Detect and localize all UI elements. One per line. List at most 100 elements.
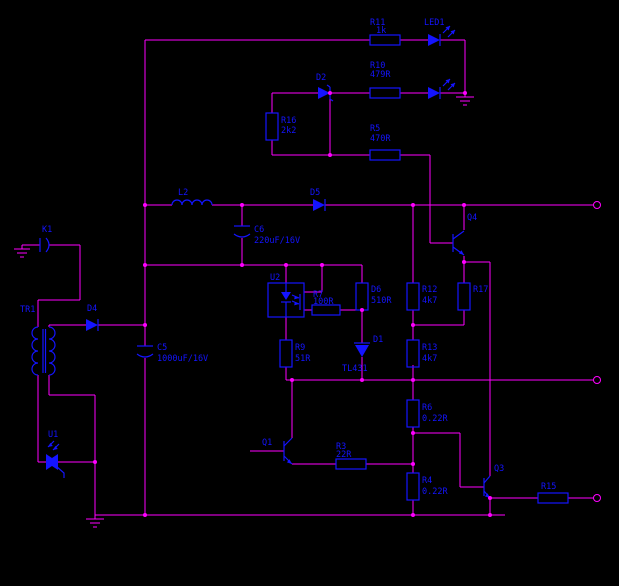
component-ref: C5 bbox=[157, 343, 167, 353]
arrowhead bbox=[48, 442, 53, 447]
connector-k1: K1 bbox=[39, 225, 52, 253]
resistor-r17: R17 bbox=[457, 282, 488, 311]
component-value: 4k7 bbox=[422, 296, 437, 306]
resistor-r4: R4 0.22R bbox=[406, 472, 448, 501]
junction-dot bbox=[290, 378, 294, 382]
output-terminal-2 bbox=[593, 376, 601, 384]
resistor-r3: R3 22R bbox=[335, 442, 367, 470]
resistor-symbol bbox=[406, 472, 420, 501]
component-value: 4k7 bbox=[422, 354, 437, 364]
component-ref: R16 bbox=[281, 116, 296, 126]
junction-dot bbox=[488, 496, 492, 500]
junction-dot bbox=[462, 203, 466, 207]
arrowhead bbox=[450, 30, 455, 35]
component-value: 0.22R bbox=[422, 487, 448, 497]
junction-dot bbox=[360, 378, 364, 382]
led-icon bbox=[428, 34, 440, 46]
component-ref: R7 bbox=[313, 290, 323, 300]
component-ref: R11 bbox=[370, 18, 385, 28]
junction-dot bbox=[143, 323, 147, 327]
junction-dots bbox=[93, 91, 492, 517]
component-value: 479R bbox=[370, 70, 391, 80]
junction-dot bbox=[488, 513, 492, 517]
zener-diode-d2: D2 bbox=[316, 73, 334, 102]
component-ref: C6 bbox=[254, 225, 264, 235]
output-terminal-3 bbox=[593, 494, 601, 502]
resistor-symbol bbox=[406, 339, 420, 368]
component-ref: L2 bbox=[178, 188, 188, 198]
component-ref: R9 bbox=[295, 343, 305, 353]
junction-dot bbox=[411, 323, 415, 327]
ground-icon bbox=[456, 96, 474, 106]
led-led1: LED1 bbox=[424, 18, 456, 46]
junction-dot bbox=[328, 153, 332, 157]
junction-dot bbox=[411, 513, 415, 517]
junction-dot bbox=[411, 203, 415, 207]
component-ref: Q1 bbox=[262, 438, 272, 448]
resistor-r16: R16 2k2 bbox=[265, 112, 296, 141]
component-ref: R5 bbox=[370, 124, 380, 134]
earth-ground-icon bbox=[14, 248, 30, 258]
output-terminal-1 bbox=[593, 201, 601, 209]
arrowhead bbox=[445, 79, 450, 84]
resistor-r11: R11 1k bbox=[369, 18, 401, 46]
resistor-r10: R10 479R bbox=[369, 61, 401, 99]
primary-winding bbox=[31, 326, 39, 376]
component-ref: D6 bbox=[371, 285, 381, 295]
component-ref: K1 bbox=[42, 225, 52, 235]
diode-icon bbox=[86, 319, 98, 331]
arrowhead bbox=[445, 26, 450, 31]
junction-dot bbox=[411, 378, 415, 382]
junction-dot bbox=[463, 91, 467, 95]
resistor-symbol bbox=[355, 282, 369, 311]
resistor-symbol bbox=[369, 87, 401, 99]
transistor-legs bbox=[452, 230, 465, 256]
resistor-symbol bbox=[369, 149, 401, 161]
triac-u1: U1 bbox=[46, 430, 65, 478]
junction-dot bbox=[143, 263, 147, 267]
opto-light-arrows bbox=[291, 294, 300, 305]
component-ref: U1 bbox=[48, 430, 58, 440]
resistor-symbol bbox=[406, 282, 420, 311]
capacitor-c6: C6 220uF/16V bbox=[233, 225, 300, 246]
component-ref: Q4 bbox=[467, 213, 477, 223]
component-ref: D5 bbox=[310, 188, 320, 198]
component-ref: D1 bbox=[373, 335, 383, 345]
component-value: 1k bbox=[376, 26, 386, 36]
junction-dot bbox=[143, 513, 147, 517]
shunt-regulator-d1: D1 TL431 bbox=[342, 335, 383, 374]
resistor-symbol bbox=[335, 458, 367, 470]
component-value: 51R bbox=[295, 354, 311, 364]
component-ref: R17 bbox=[473, 285, 488, 295]
optocoupler-u2: U2 bbox=[267, 273, 305, 318]
arrowhead bbox=[294, 302, 299, 306]
triac-icon bbox=[46, 454, 58, 470]
component-ref: R3 bbox=[336, 442, 346, 452]
resistor-symbol bbox=[537, 492, 569, 504]
component-value: TL431 bbox=[342, 364, 368, 374]
junction-dot bbox=[411, 431, 415, 435]
component-ref: R13 bbox=[422, 343, 437, 353]
junction-dot bbox=[462, 260, 466, 264]
component-ref: R10 bbox=[370, 61, 385, 71]
junction-dot bbox=[240, 263, 244, 267]
component-value: 100R bbox=[313, 297, 334, 307]
connector-icon-curved bbox=[45, 237, 50, 253]
component-ref: D4 bbox=[87, 304, 97, 314]
resistor-r7: R7 100R bbox=[311, 290, 341, 316]
component-ref: LED1 bbox=[424, 18, 444, 28]
opto-led-icon bbox=[281, 292, 291, 300]
resistor-r12: R12 4k7 bbox=[406, 282, 437, 311]
junction-dot bbox=[411, 462, 415, 466]
component-value: 22R bbox=[336, 450, 352, 460]
transistor-q3: Q3 bbox=[483, 464, 504, 499]
junction-dot bbox=[360, 308, 364, 312]
component-ref: U2 bbox=[270, 273, 280, 283]
transistor-legs bbox=[283, 437, 293, 465]
component-ref: TR1 bbox=[20, 305, 35, 315]
junction-dot bbox=[320, 263, 324, 267]
regulator-icon bbox=[355, 345, 369, 357]
resistor-r9: R9 51R bbox=[279, 339, 311, 368]
component-ref: Q3 bbox=[494, 464, 504, 474]
